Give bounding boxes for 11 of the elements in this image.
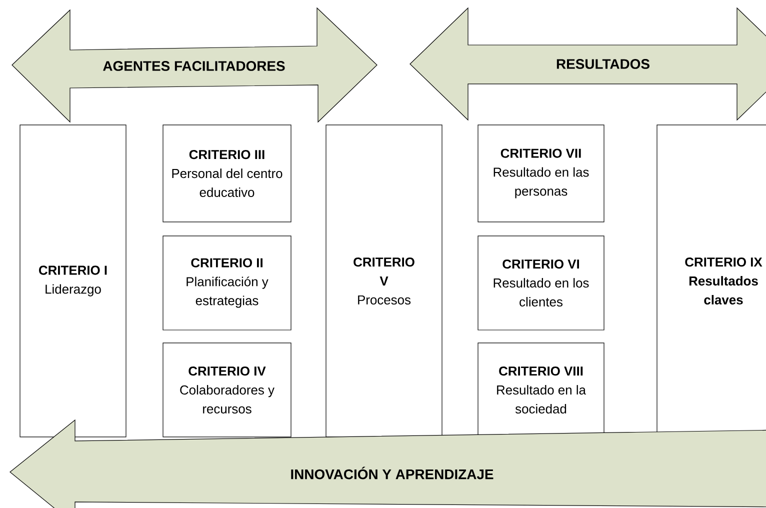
criterion-box: CRITERIO V Procesos bbox=[326, 124, 442, 438]
criterion-box: CRITERIO III Personal del centro educativo bbox=[162, 124, 292, 222]
arrow-band: INNOVACIÓN Y APRENDIZAJE bbox=[10, 419, 766, 508]
criterion-box: CRITERIO II Planificación y estrategias bbox=[162, 236, 292, 330]
criterion-box: CRITERIO I Liderazgo bbox=[20, 124, 126, 438]
criterion-box: CRITERIO IV Colaboradores y recursos bbox=[162, 342, 292, 438]
arrow-band: RESULTADOS bbox=[410, 7, 766, 121]
criterion-box: CRITERIO VII Resultado en las personas bbox=[478, 124, 604, 222]
criterion-box: CRITERIO VIII Resultado en la sociedad bbox=[478, 342, 604, 438]
arrow-band: AGENTES FACILITADORES bbox=[12, 7, 378, 123]
criterion-box: CRITERIO VI Resultado en los clientes bbox=[478, 236, 604, 330]
